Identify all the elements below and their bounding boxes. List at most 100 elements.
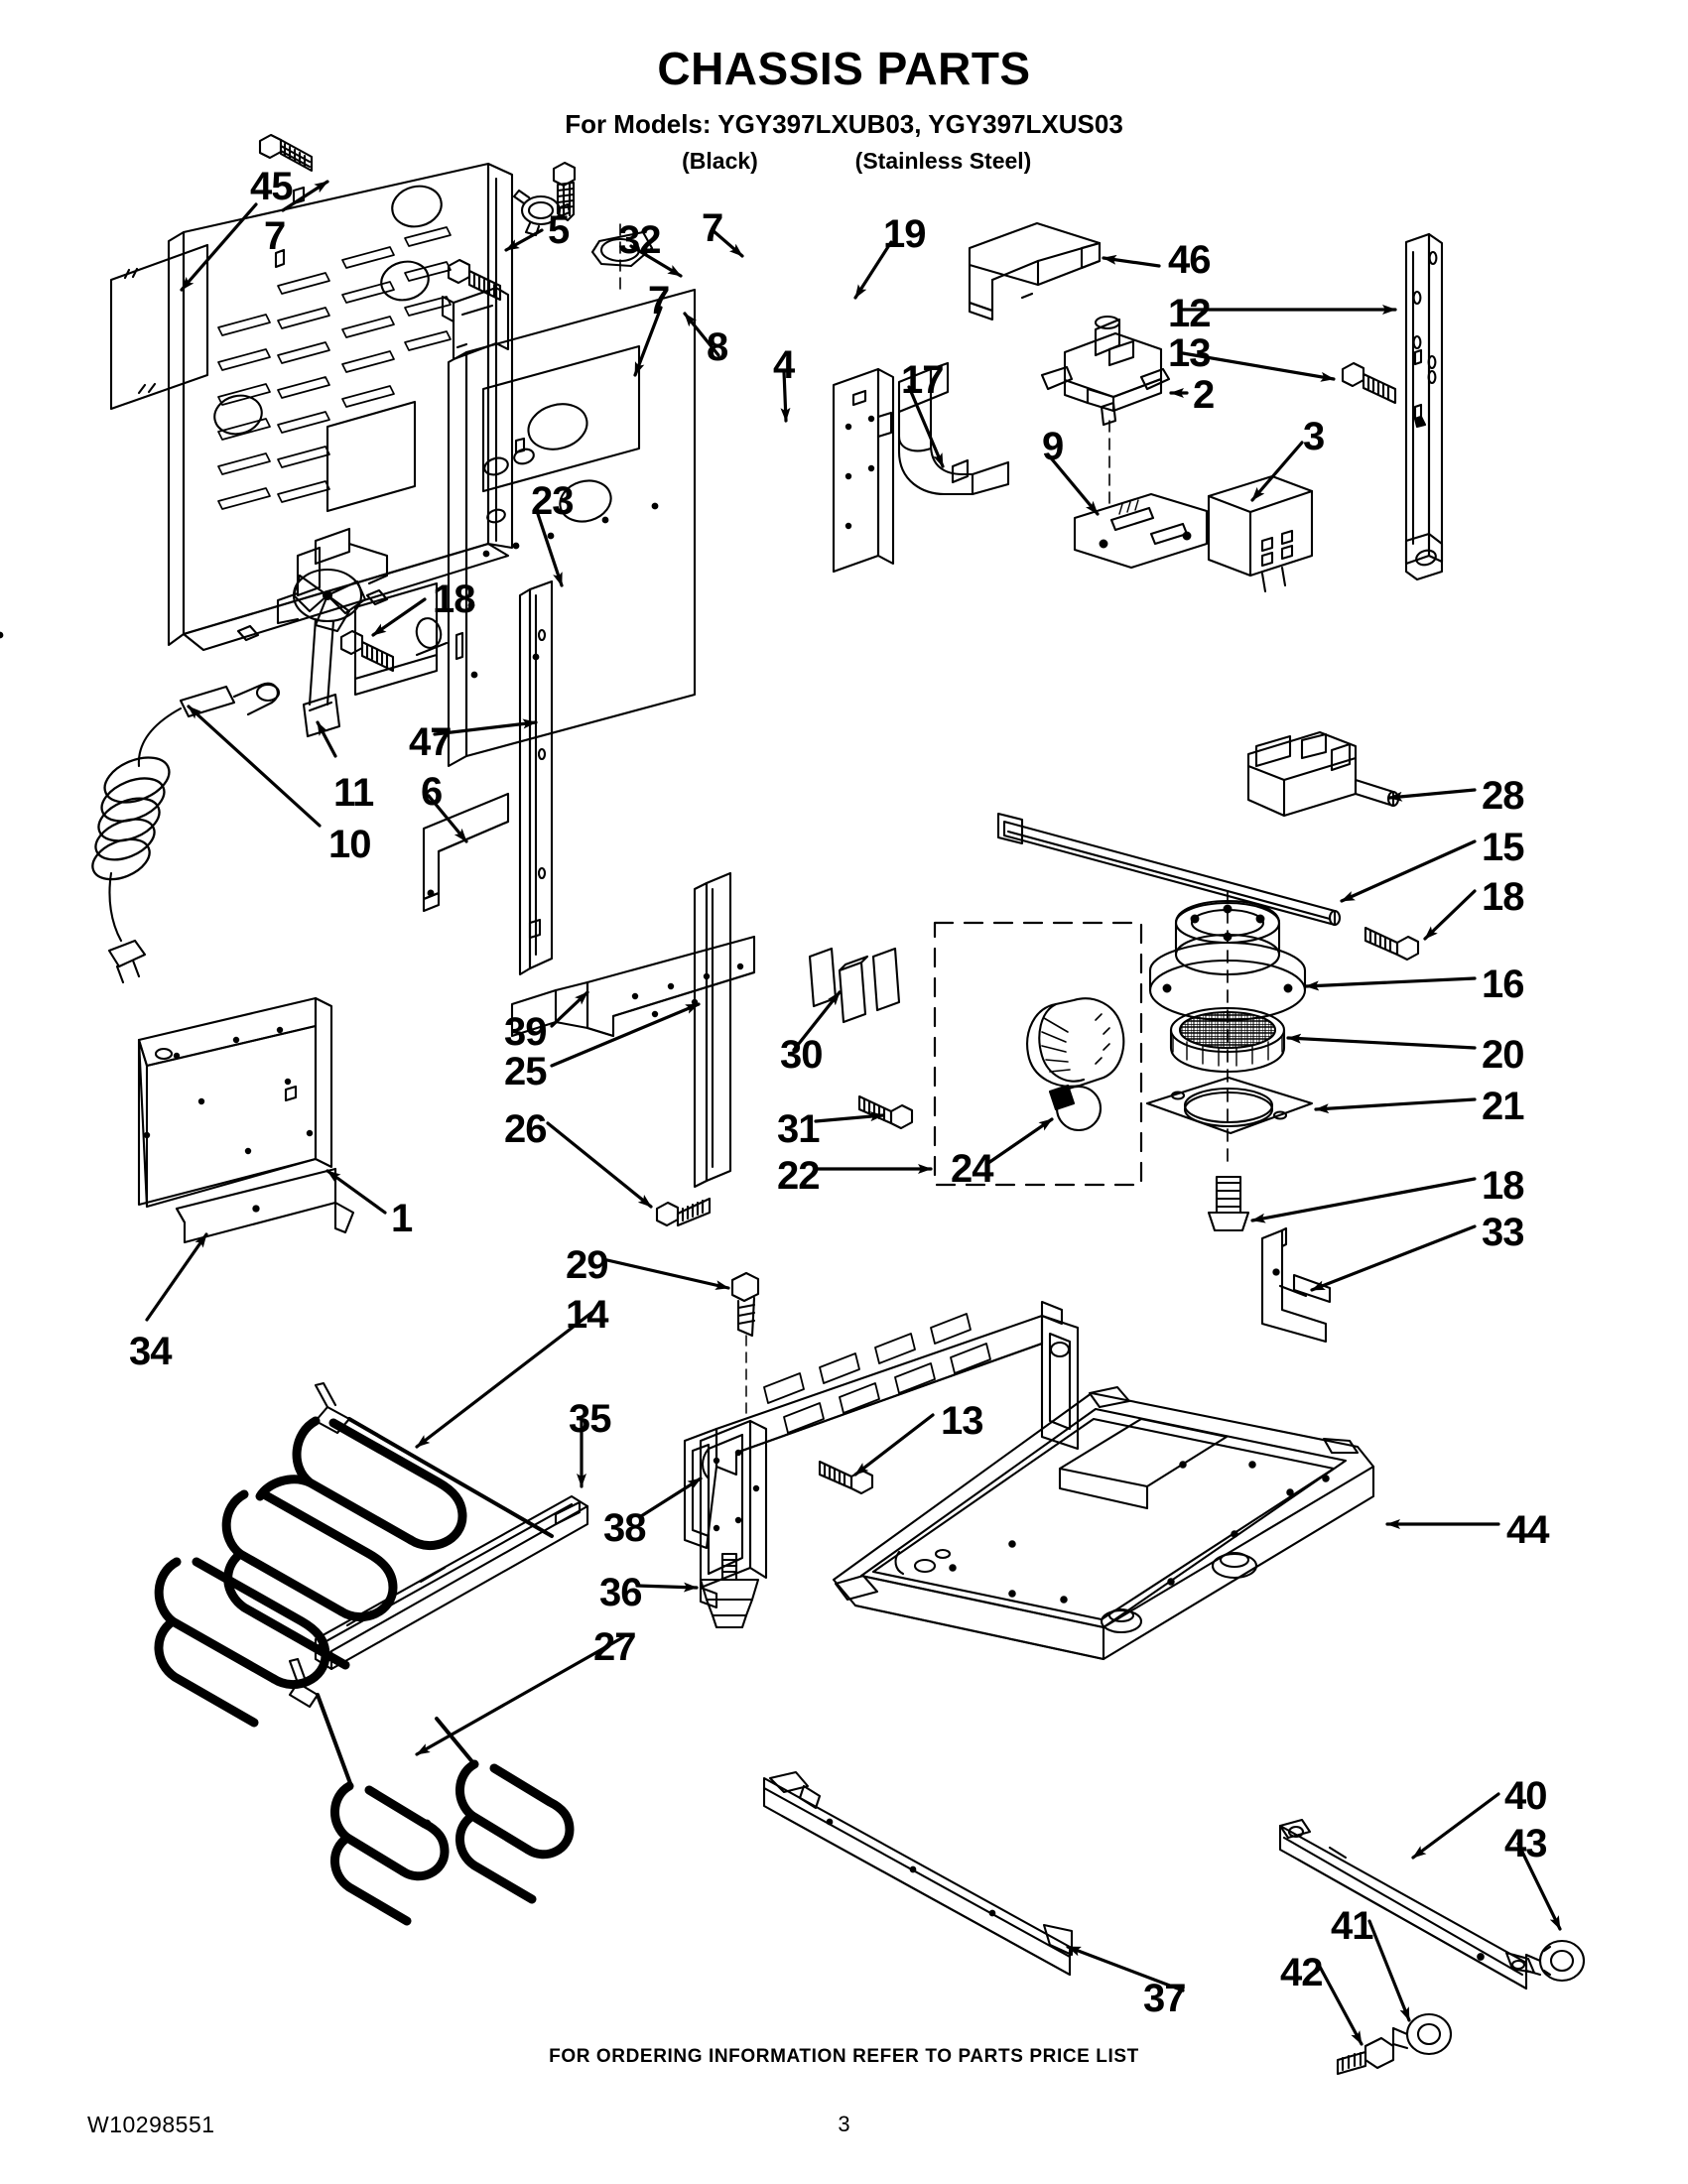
part-11-cooling-fan [276,527,389,738]
part-21-mount-plate [1145,1076,1314,1135]
diagram-header: CHASSIS PARTS For Models: YGY397LXUB03, … [0,0,1688,175]
finish-stainless-label: (Stainless Steel) [854,148,1032,174]
callout-31: 31 [777,1107,820,1151]
callout-33: 33 [1482,1211,1524,1254]
callout-24: 24 [951,1147,993,1191]
callout-7: 7 [264,214,286,258]
page-title: CHASSIS PARTS [657,43,1031,94]
finish-line: (Black) (Stainless Steel) [0,148,1688,175]
callout-27: 27 [593,1625,636,1669]
part-27-bake-element [330,1759,575,1926]
callout-11: 11 [333,771,374,815]
callout-3: 3 [1303,415,1325,458]
part-40-drawer-glide [1278,1818,1536,1991]
part-32-hose-clamp [512,189,572,237]
part-37-kick-rail [762,1770,1074,1977]
part-28-door-latch-assembly [1246,730,1400,818]
callout-42: 42 [1280,1951,1323,1994]
part-24-lamp-box [933,921,1143,1187]
callout-1: 1 [391,1197,413,1240]
part-18c-hex-screw [1207,1175,1250,1232]
part-36-leveling-leg [699,1552,760,1629]
part-42-axle-screw [1336,2036,1395,2076]
callout-45: 45 [250,165,293,208]
part-31-hex-screw [857,1094,914,1130]
document-code: W10298551 [87,2112,215,2137]
part-7-hex-screw-c [447,258,502,302]
callout-6: 6 [421,770,443,814]
part-41-roller-lower [1391,2012,1453,2056]
part-17b-side-bracket [832,367,895,574]
callout-41: 41 [1331,1904,1373,1948]
models-line: For Models: YGY397LXUB03, YGY397LXUS03 [565,109,1123,139]
part-15-rod [996,812,1342,927]
callout-21: 21 [1482,1085,1524,1128]
page-number: 3 [838,2112,850,2136]
part-18a-bracket [353,581,449,697]
callout-16: 16 [1482,963,1524,1006]
callout-34: 34 [129,1330,172,1373]
finish-black-label: (Black) [682,148,758,174]
callout-17: 17 [901,358,944,402]
callout-18: 18 [1482,875,1524,919]
callout-23: 23 [531,479,574,523]
leader-lines [145,180,1562,2046]
callout-19: 19 [883,212,926,256]
callout-18: 18 [433,578,475,621]
callout-5: 5 [548,208,570,252]
part-2-gas-valve [1040,315,1171,509]
part-35-glide-rail [314,1494,589,1671]
part-14-broil-element [221,1416,467,1670]
callout-44: 44 [1506,1508,1549,1552]
part-39-base-rail [510,935,756,1038]
callout-12: 12 [1168,292,1211,335]
callout-4: 4 [773,343,795,387]
part-26-hex-screw [655,1197,712,1227]
callout-43: 43 [1504,1822,1547,1865]
callout-36: 36 [599,1571,642,1614]
part-14-broil-element-b [154,1557,330,1728]
callout-2: 2 [1193,373,1215,417]
callout-46: 46 [1168,238,1211,282]
callout-37: 37 [1143,1977,1186,2020]
callout-38: 38 [603,1506,646,1550]
callout-35: 35 [569,1397,611,1441]
part-27-feed [316,1693,476,1788]
part-47-trim-strip [693,871,732,1189]
part-20-blower-wheel [1169,1006,1286,1074]
part-13-hex-screw [1341,361,1397,405]
part-12-side-rail [1404,232,1444,581]
callout-15: 15 [1482,826,1524,869]
part-18-hex-screw-left [339,629,395,673]
callout-26: 26 [504,1107,547,1151]
callout-28: 28 [1482,774,1524,818]
callout-30: 30 [780,1033,823,1077]
callout-25: 25 [504,1050,547,1093]
callout-22: 22 [777,1154,820,1198]
callout-7: 7 [702,206,723,250]
part-34-trim-rail [175,1167,355,1244]
callout-18: 18 [1482,1164,1524,1208]
part-5-back-panel [167,162,514,652]
part-18b-hex-screw [1363,926,1420,962]
callout-47: 47 [409,720,452,764]
part-13b-rack-rail [683,1300,1080,1550]
callout-13: 13 [941,1399,983,1443]
callout-9: 9 [1042,425,1064,468]
callout-32: 32 [618,218,661,262]
callout-10: 10 [328,823,371,866]
part-9-control-module [1073,492,1209,570]
part-43-roller-upper [1524,1939,1586,1983]
callout-20: 20 [1482,1033,1524,1077]
callout-7: 7 [648,279,670,322]
callout-13: 13 [1168,331,1211,375]
part-1-rear-panel [137,996,333,1209]
part-4-chassis-back-frame [0,288,697,768]
part-29-hex-screw [730,1271,760,1414]
callout-29: 29 [566,1243,608,1287]
part-7-hex-screw-a [258,133,314,173]
callout-8: 8 [707,325,728,369]
part-46-top-bracket [968,221,1102,321]
